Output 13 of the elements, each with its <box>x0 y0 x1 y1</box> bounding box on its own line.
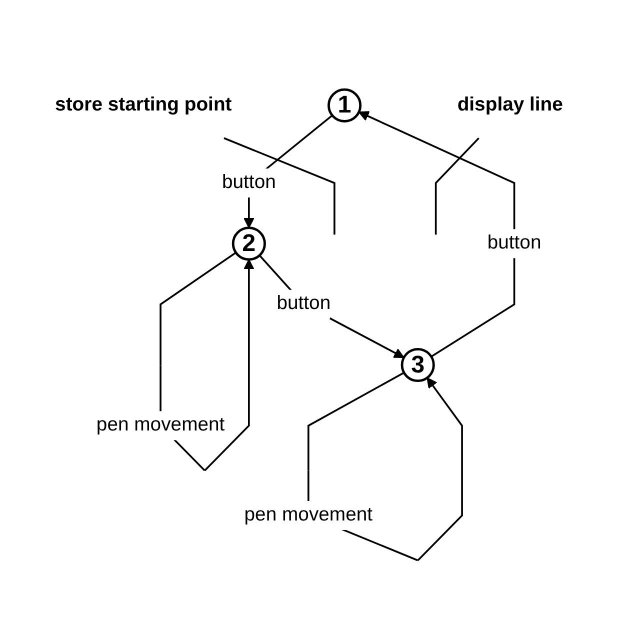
leader-line <box>224 138 336 235</box>
edge-label: pen movement <box>96 412 225 441</box>
edge-label: button <box>276 290 331 320</box>
arrow <box>358 112 516 358</box>
leader-line <box>434 138 480 235</box>
state-circle: 1 <box>328 88 362 123</box>
edge-label: button <box>487 230 542 259</box>
state-circle: 2 <box>232 227 266 262</box>
note-text: store starting point <box>55 94 232 116</box>
edge-label: button <box>222 168 276 198</box>
edge-label: pen movement <box>244 501 373 530</box>
note-text: display line <box>457 94 563 116</box>
state-circle: 3 <box>400 348 435 382</box>
